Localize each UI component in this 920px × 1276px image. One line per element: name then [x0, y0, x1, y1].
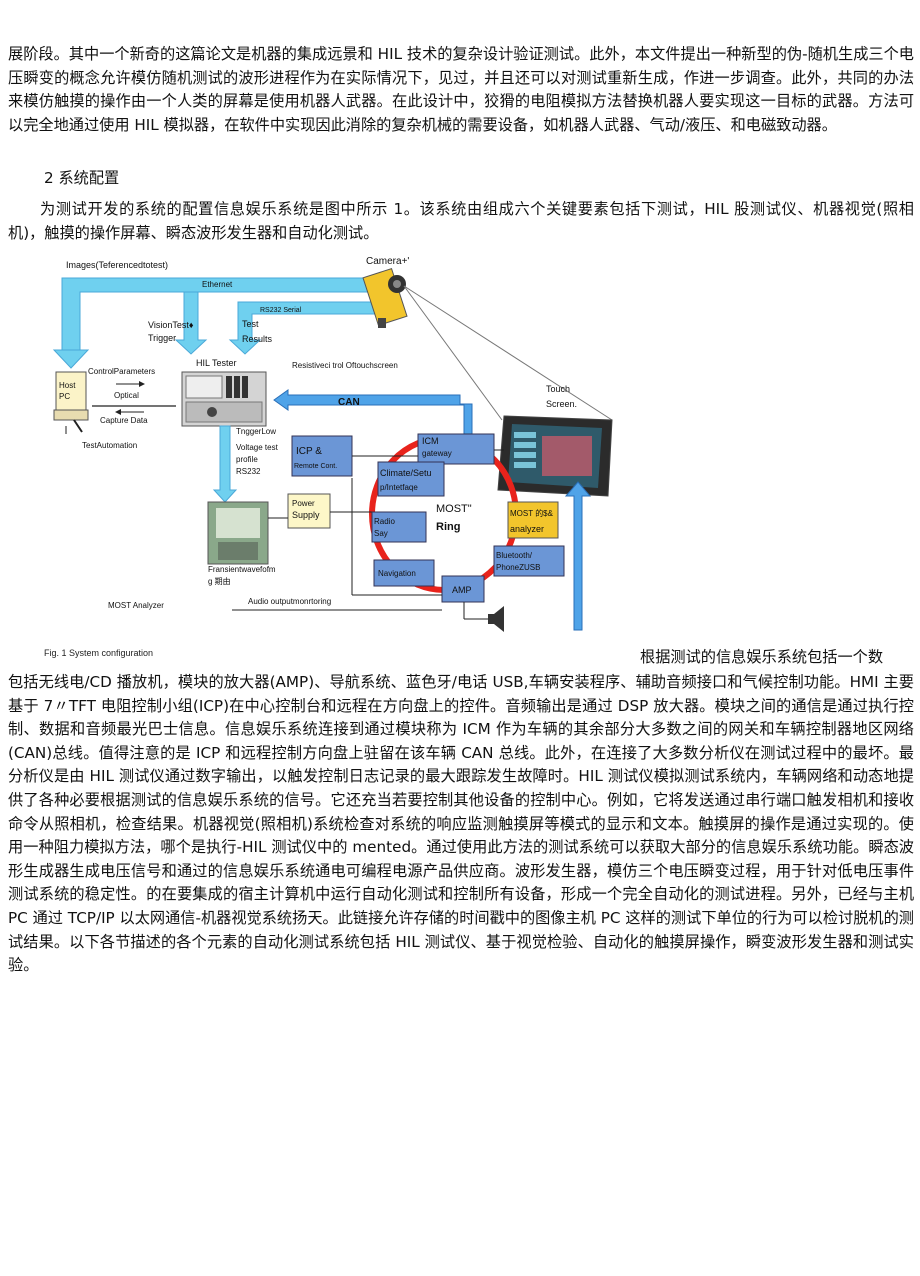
audio-output-label: Audio outputmonrtoring: [248, 597, 331, 606]
paragraph-intro: 展阶段。其中一个新奇的这篇论文是机器的集成远景和 HIL 技术的复杂设计验证测试…: [8, 45, 914, 134]
bluetooth-label-2: PhoneZUSB: [496, 563, 540, 572]
capture-data-label: Capture Data: [100, 416, 148, 425]
can-bus-arrow: [273, 389, 473, 443]
voltage-label-2: profile: [236, 455, 258, 464]
camera-label: Camera+': [366, 256, 409, 267]
most-analyzer-label: MOST Analyzer: [108, 601, 164, 610]
radio-box: [371, 511, 427, 543]
most-analyzer-box: [507, 501, 559, 539]
amp-label: AMP: [452, 585, 472, 595]
climate-box: [377, 461, 445, 497]
navigation-box: [373, 559, 435, 587]
paragraph-config: 为测试开发的系统的配置信息娱乐系统是图中所示 1。该系统由组成六个关键要素包括下…: [8, 200, 914, 242]
section-heading: 2 系统配置: [44, 169, 120, 187]
bluetooth-box: [493, 545, 565, 577]
images-label: Images(Teferencedtotest): [66, 260, 168, 270]
test-automation-label: TestAutomation: [82, 441, 137, 450]
touch-screen-label-2: Screen.: [546, 399, 577, 409]
ethernet-label: Ethernet: [202, 280, 233, 289]
can-label: CAN: [338, 397, 360, 408]
icp-label-2: Remote Cont.: [294, 463, 337, 470]
ethernet-arrow-down: [174, 291, 208, 355]
host-pc-icon: [53, 371, 89, 433]
climate-label-1: Climate/Setu: [380, 468, 432, 478]
control-parameters-label: ControlParameters: [88, 367, 155, 376]
touch-screen-label-1: Touch: [546, 384, 570, 394]
voltage-label-1: Voltage test: [236, 443, 279, 452]
host-pc-label-1: Host: [59, 381, 76, 390]
system-configuration-figure: Images(Teferencedtotest) Ethernet RS232 …: [52, 256, 613, 632]
camera-icon: [362, 267, 408, 328]
ethernet-arrowhead-left: [52, 349, 90, 369]
icm-label-2: gateway: [422, 449, 452, 458]
analyzer-label-2: analyzer: [510, 524, 544, 534]
amp-box: [441, 575, 485, 603]
icp-label-1: ICP &: [296, 446, 322, 457]
bluetooth-label-1: Bluetooth/: [496, 551, 533, 560]
optical-label: Optical: [114, 391, 139, 400]
camera-view-line: [403, 285, 503, 421]
rs232-label: RS232 Serial: [260, 307, 302, 314]
most-ring-label-1: MOST": [436, 503, 472, 515]
touchscreen-device: [497, 415, 613, 497]
transient-label-2: g 期由: [208, 576, 231, 586]
power-supply-box: [287, 493, 331, 529]
analyzer-arrow: [564, 481, 592, 631]
paragraph-infotainment: 包括无线电/CD 播放机，模块的放大器(AMP)、导航系统、蓝色牙/电话 USB…: [8, 673, 914, 975]
speaker-icon: [488, 606, 504, 632]
figure-caption: Fig. 1 System configuration: [44, 648, 154, 658]
analyzer-label-1: MOST 的$&: [510, 508, 554, 518]
hil-tester-rack: [181, 371, 267, 427]
vision-trigger-label-1: VisionTest♦: [148, 320, 194, 330]
hil-tester-label: HIL Tester: [196, 358, 237, 368]
most-ring-label-2: Ring: [436, 521, 460, 533]
camera-view-line: [403, 285, 613, 421]
power-label-2: Supply: [292, 510, 320, 520]
hil-transient-arrow: [212, 425, 238, 503]
icp-box: [291, 435, 353, 477]
power-label-1: Power: [292, 499, 315, 508]
resistive-control-label: Resistiveci trol Oftouchscreen: [292, 361, 398, 370]
climate-label-2: p/Intetfaqe: [380, 483, 418, 492]
icm-gateway-box: [417, 433, 495, 465]
radio-label-1: Radio: [374, 517, 395, 526]
host-pc-label-2: PC: [59, 392, 70, 401]
test-results-label-2: Results: [242, 334, 273, 344]
test-results-label-1: Test: [242, 319, 259, 329]
icm-label-1: ICM: [422, 436, 439, 446]
radio-label-2: Say: [374, 529, 388, 538]
vision-trigger-label-2: Trigger: [148, 333, 176, 343]
transient-waveform-photo: [207, 501, 269, 565]
voltage-label-3: RS232: [236, 467, 261, 476]
navigation-label: Navigation: [378, 569, 416, 578]
trigger-low-label: TnggerLow: [236, 427, 276, 436]
paragraph-infotainment-start: 根据测试的信息娱乐系统包括一个数: [640, 648, 883, 666]
transient-label-1: Fransientwavefofm: [208, 565, 276, 574]
